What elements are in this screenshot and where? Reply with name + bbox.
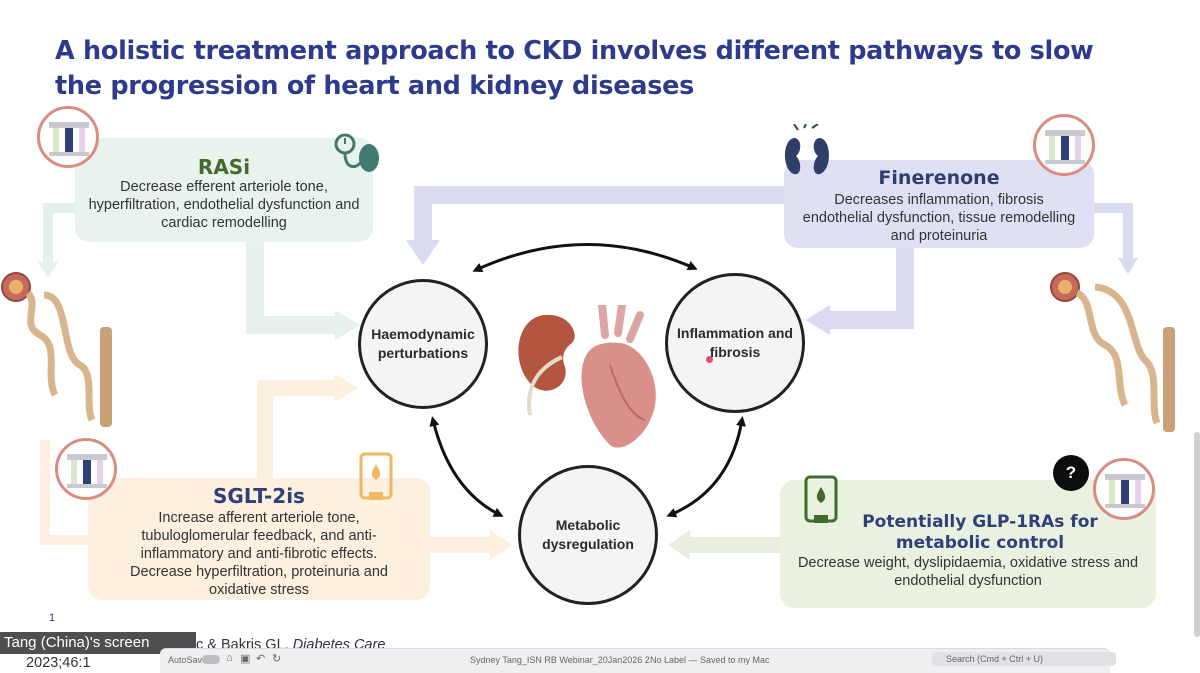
app-title-bar: AutoSave ⌂ ▣ ↶ ↻ Sydney Tang_ISN RB Webi… — [160, 648, 1116, 673]
rasi-nephron-arrowhead — [38, 262, 58, 278]
finerenone-box — [784, 160, 1094, 248]
finerenone-haemo-arrowhead — [406, 240, 440, 265]
arrow-haemodynamic-inflammation — [472, 243, 698, 273]
sglt-to-haemodynamic-arrow — [257, 380, 335, 478]
help-button[interactable]: ? — [1053, 455, 1089, 491]
scrollbar[interactable] — [1194, 432, 1200, 637]
pill-capsule-icon — [1045, 130, 1085, 164]
circle-inflammation-label: Inflammation and fibrosis — [677, 325, 793, 360]
cursor-dot — [706, 356, 713, 363]
glp-box — [780, 480, 1156, 608]
autosave-label: AutoSave — [168, 655, 208, 665]
save-icon[interactable]: ▣ — [240, 653, 251, 665]
nephron-left-illustration — [1, 272, 112, 427]
arrow-inflammation-metabolic — [666, 416, 746, 518]
circle-haemodynamic-label: Haemodynamic perturbations — [371, 326, 475, 361]
circle-metabolic: Metabolic dysregulation — [518, 465, 658, 605]
glp-description: Decrease weight, dyslipidaemia, oxidativ… — [797, 555, 1139, 589]
finerenone-to-haemodynamic-arrow — [414, 186, 785, 240]
finerenone-inflam-arrowhead — [805, 305, 830, 335]
finerenone-to-nephron-arrow — [1092, 203, 1133, 258]
document-filename: Sydney Tang_ISN RB Webinar_20Jan2026 2 — [470, 655, 650, 665]
blood-pressure-cuff-icon — [334, 133, 379, 172]
glucose-meter-icon — [359, 452, 393, 500]
rasi-arrowhead — [335, 310, 360, 340]
rasi-description: Decrease efferent arteriole tone, hyperf… — [88, 179, 360, 231]
sglt-title: SGLT-2is — [213, 484, 305, 508]
rasi-box — [75, 138, 373, 242]
rasi-to-nephron-arrow — [43, 203, 80, 262]
rasi-title: RASi — [197, 155, 251, 179]
finerenone-to-inflammation-arrow — [830, 248, 914, 329]
search-input[interactable]: Search (Cmd + Ctrl + U) — [932, 652, 1116, 666]
circle-metabolic-label: Metabolic dysregulation — [542, 517, 634, 552]
document-status: No Label — Saved to my Mac — [650, 655, 770, 665]
autosave-toggle[interactable] — [202, 655, 220, 664]
redo-icon[interactable]: ↻ — [272, 653, 282, 665]
screen-share-label: Tang (China)'s screen — [0, 632, 196, 654]
circle-haemodynamic: Haemodynamic perturbations — [358, 279, 488, 409]
footnote-number: 1 — [49, 612, 56, 624]
sglt-haemo-arrowhead — [335, 374, 358, 402]
pill-capsule-icon — [49, 122, 89, 156]
sglt-to-nephron-arrow — [40, 440, 88, 545]
home-icon[interactable]: ⌂ — [226, 652, 233, 664]
undo-icon[interactable]: ↶ — [256, 653, 266, 665]
rasi-to-haemodynamic-arrow — [246, 235, 335, 334]
glucose-meter-icon — [804, 475, 838, 523]
finerenone-title: Finerenone — [878, 167, 1000, 189]
sglt-description: Increase afferent arteriole tone, tubulo… — [130, 510, 388, 598]
pill-capsule-icon — [1105, 474, 1145, 508]
pill-capsule-icon — [67, 454, 107, 488]
sglt-metabolic-arrowhead — [490, 530, 512, 560]
citation-line-2: 2023;46:1 — [26, 655, 91, 671]
glp-title: Potentially GLP-1RAs for metabolic contr… — [862, 512, 1098, 553]
slide-title: A holistic treatment approach to CKD inv… — [55, 36, 1094, 101]
finerenone-description: Decreases inflammation, fibrosis endothe… — [802, 192, 1076, 244]
kidney-heart-illustration — [518, 305, 656, 448]
kidney-pair-icon — [785, 124, 829, 175]
circle-inflammation: Inflammation and fibrosis — [665, 273, 805, 413]
finerenone-nephron-arrowhead — [1118, 258, 1138, 274]
arrow-haemodynamic-metabolic — [429, 416, 504, 517]
nephron-right-illustration — [1050, 272, 1175, 432]
glp-metabolic-arrowhead — [668, 530, 690, 560]
